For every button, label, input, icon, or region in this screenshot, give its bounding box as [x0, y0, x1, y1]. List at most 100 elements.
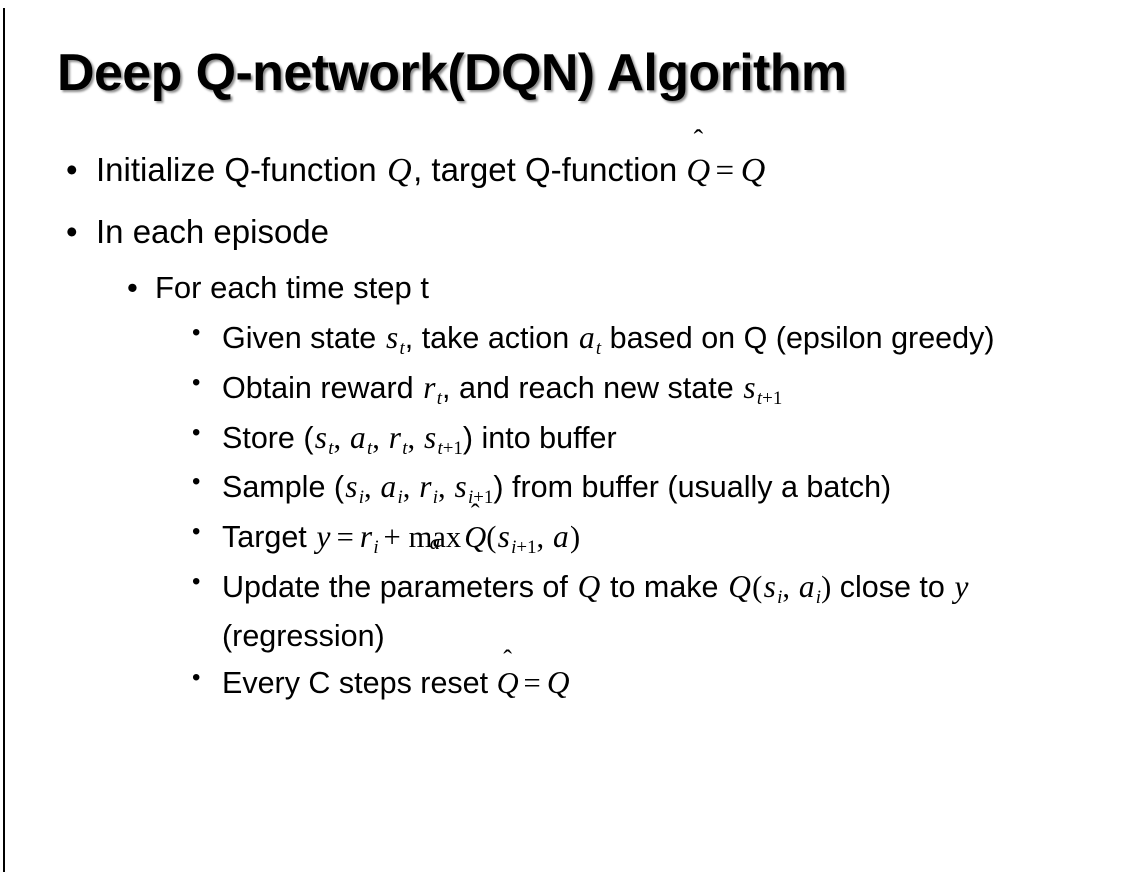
bullet-dot-icon: • — [192, 418, 201, 446]
subscript-rest: +1 — [762, 387, 783, 409]
math-var-r: r — [419, 469, 432, 505]
math-var-r: r — [359, 519, 373, 555]
bullet-target-text: Target y=ri+maxâQ(si+1, a) — [222, 513, 1092, 563]
math-var-y: y — [954, 568, 969, 604]
math-var-q: Q — [577, 568, 601, 604]
text-segment: Initialize Q-function — [96, 151, 386, 188]
math-var-q2: Q — [728, 568, 751, 604]
bullet-obtain-reward: • Obtain reward rt, and reach new state … — [192, 364, 1092, 414]
text-segment: close to — [831, 569, 954, 604]
paren-close: ) — [570, 520, 581, 555]
text-comma: , — [536, 520, 552, 555]
text-segment: based on Q (epsilon greedy) — [601, 320, 995, 355]
math-var-a: a — [380, 469, 397, 505]
math-var-a: a — [798, 568, 815, 604]
math-var-q: Q — [387, 152, 412, 189]
math-var-s2: s — [454, 469, 467, 505]
text-segment: , take action — [404, 320, 578, 355]
subscript-var: t — [437, 437, 443, 459]
math-var-r: r — [423, 369, 436, 405]
text-segment: Store ( — [222, 420, 314, 455]
paren-open: ( — [752, 569, 763, 604]
math-q-hat: ̂Q — [464, 514, 486, 560]
bullet-dot-icon: • — [192, 518, 201, 546]
math-var-s: s — [314, 419, 328, 455]
math-var-a: a — [350, 419, 366, 455]
text-segment: , target Q-function — [413, 151, 687, 188]
text-segment: Sample ( — [222, 470, 345, 505]
text-segment: Every C steps reset — [222, 666, 497, 701]
text-comma: , — [782, 569, 798, 604]
math-equals: = — [336, 520, 354, 555]
math-subscript-i: i — [815, 586, 822, 608]
math-plus: + — [383, 520, 401, 555]
page-title: Deep Q-network(DQN) Algorithm — [57, 44, 847, 102]
bullet-obtain-reward-text: Obtain reward rt, and reach new state st… — [222, 364, 1092, 414]
math-subscript-i-plus-1: i+1 — [511, 537, 536, 558]
bullet-every-c-steps: • Every C steps reset ̂Q=Q — [192, 659, 1092, 707]
math-subscript-t: t — [402, 437, 408, 459]
math-subscript-i: i — [373, 537, 379, 559]
math-var-a: a — [553, 519, 569, 555]
text-segment: ) into buffer — [462, 420, 617, 455]
bullet-dot-icon: • — [66, 212, 78, 250]
text-segment: ) from buffer (usually a batch) — [493, 470, 892, 505]
bullet-target: • Target y=ri+maxâQ(si+1, a) — [192, 513, 1092, 563]
bullet-initialize-text: Initialize Q-function Q, target Q-functi… — [96, 140, 1066, 202]
text-comma: , — [372, 420, 388, 455]
subscript-var: i — [511, 537, 517, 559]
math-subscript-i: i — [777, 586, 783, 608]
text-comma: , — [407, 420, 423, 455]
math-subscript-i: i — [358, 487, 365, 509]
math-var-s: s — [386, 319, 399, 355]
math-subscript-t: t — [399, 338, 405, 360]
text-comma: , — [438, 470, 454, 505]
math-var-q-base: Q — [496, 666, 519, 701]
bullet-dot-icon: • — [192, 468, 201, 496]
math-var-r: r — [388, 419, 401, 455]
math-var-q2: Q — [740, 152, 766, 189]
math-equals: = — [715, 153, 735, 189]
bullet-dot-icon: • — [192, 368, 201, 396]
math-q-hat: ̂Q — [497, 660, 519, 706]
math-var-s: s — [497, 519, 510, 555]
bullet-dot-icon: • — [127, 269, 138, 305]
bullet-sample-from-buffer-text: Sample (si, ai, ri, si+1) from buffer (u… — [222, 463, 1092, 513]
bullet-initialize: • Initialize Q-function Q, target Q-func… — [66, 140, 1066, 202]
bullet-store-into-buffer-text: Store (st, at, rt, st+1) into buffer — [222, 414, 1092, 464]
bullet-given-state-text: Given state st, take action at based on … — [222, 314, 1092, 364]
bullet-update-parameters: • Update the parameters of Q to make Q(s… — [192, 563, 1092, 659]
text-comma: , — [364, 470, 380, 505]
math-subscript-t: t — [328, 437, 334, 459]
slide-body: • Initialize Q-function Q, target Q-func… — [0, 140, 1124, 707]
text-segment: to make — [601, 569, 727, 604]
bullet-sample-from-buffer: • Sample (si, ai, ri, si+1) from buffer … — [192, 463, 1092, 513]
math-subscript-t-plus-1: t+1 — [437, 438, 462, 459]
subscript-rest: +1 — [473, 487, 494, 509]
bullet-dot-icon: • — [66, 151, 78, 188]
math-subscript-i: i — [432, 487, 439, 509]
bullet-given-state: • Given state st, take action at based o… — [192, 314, 1092, 364]
bullet-for-each-time-step-text: For each time step t — [155, 269, 429, 305]
math-var-a: a — [578, 319, 595, 355]
text-comma: , — [402, 470, 419, 505]
math-subscript-t-plus-1: t+1 — [757, 388, 782, 409]
math-subscript-i: i — [397, 487, 403, 509]
bullet-in-each-episode-text: In each episode — [96, 212, 330, 250]
max-limit-a: a — [429, 530, 441, 555]
text-segment: Obtain reward — [222, 370, 423, 405]
subscript-rest: +1 — [516, 537, 537, 559]
math-subscript-t: t — [595, 338, 602, 360]
bullet-for-each-time-step: • For each time step t — [127, 262, 1067, 314]
slide-left-rule — [3, 8, 5, 872]
math-subscript-t: t — [366, 437, 373, 459]
subscript-var: i — [468, 487, 474, 509]
paren-close: ) — [821, 569, 832, 604]
math-q-hat: ̂Q — [686, 141, 710, 201]
subscript-var: t — [756, 387, 763, 409]
text-segment: Target — [222, 520, 316, 555]
bullet-dot-icon: • — [192, 664, 201, 692]
math-var-s: s — [743, 369, 756, 405]
bullet-every-c-steps-text: Every C steps reset ̂Q=Q — [222, 659, 1092, 707]
paren-open: ( — [486, 520, 497, 555]
